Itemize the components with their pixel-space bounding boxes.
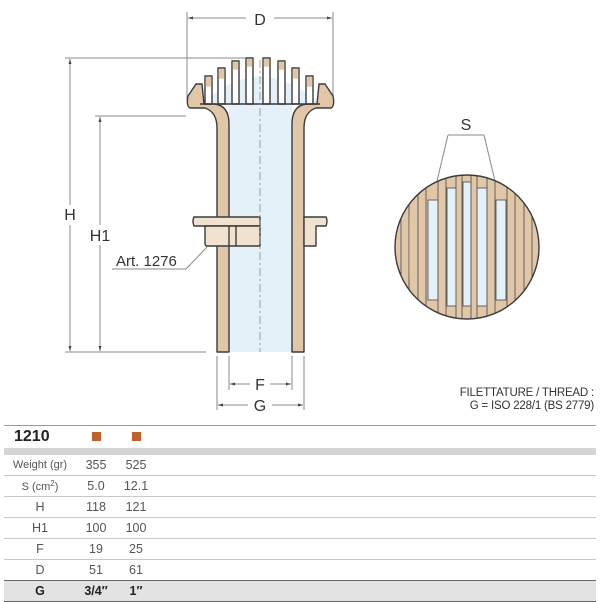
row-label: H	[4, 496, 76, 518]
label-F: F	[255, 377, 265, 394]
label-S: S	[461, 117, 472, 134]
row-value: 12.1	[116, 475, 156, 497]
table-separator	[4, 448, 596, 455]
table-row-d: D 51 61	[4, 559, 596, 581]
label-H: H	[64, 207, 76, 224]
label-accessory-art-1276: Art. 1276	[116, 253, 177, 270]
row-label: F	[4, 538, 76, 560]
thread-note-line2: G = ISO 228/1 (BS 2779)	[469, 400, 594, 412]
table-row-s: S (cm2) 5.0 12.1	[4, 475, 596, 497]
row-value: 1″	[116, 580, 156, 602]
row-value: 100	[76, 517, 116, 539]
label-D: D	[254, 12, 266, 29]
table-top-rule	[4, 425, 596, 426]
row-value: 61	[116, 559, 156, 581]
table-row-g: G 3/4″ 1″	[4, 580, 596, 602]
table-row-weight: Weight (gr) 355 525	[4, 455, 596, 476]
row-label: S (cm2)	[4, 475, 76, 497]
technical-drawing: D H H1 Art. 1276 F G S	[64, 12, 540, 415]
bronze-swatch-icon	[91, 432, 101, 441]
row-value: 355	[76, 455, 116, 476]
row-label: Weight (gr)	[4, 455, 76, 476]
grate-top-view	[394, 174, 540, 320]
row-value: 5.0	[76, 475, 116, 497]
row-value: 525	[116, 455, 156, 476]
table-row-h1: H1 100 100	[4, 517, 596, 539]
table-row-f: F 19 25	[4, 538, 596, 560]
thread-note: FILETTATURE / THREAD : G = ISO 228/1 (BS…	[460, 387, 594, 413]
row-value: 25	[116, 538, 156, 560]
table-row-h: H 118 121	[4, 496, 596, 518]
row-value: 3/4″	[76, 580, 116, 602]
label-G: G	[254, 398, 266, 415]
bronze-swatch-icon	[131, 432, 141, 441]
row-label: D	[4, 559, 76, 581]
table-header-row: 1210	[4, 426, 596, 448]
row-value: 19	[76, 538, 116, 560]
thread-note-line1: FILETTATURE / THREAD :	[459, 387, 594, 399]
model-number: 1210	[14, 428, 50, 445]
spec-table: 1210 Weight (gr) 355 525 S (cm2) 5.0 12.…	[4, 426, 596, 602]
row-label: G	[4, 580, 76, 602]
row-value: 100	[116, 517, 156, 539]
row-value: 118	[76, 496, 116, 518]
row-label: H1	[4, 517, 76, 539]
row-value: 121	[116, 496, 156, 518]
row-value: 51	[76, 559, 116, 581]
drain-body-section	[186, 57, 335, 353]
label-H1: H1	[90, 228, 111, 245]
